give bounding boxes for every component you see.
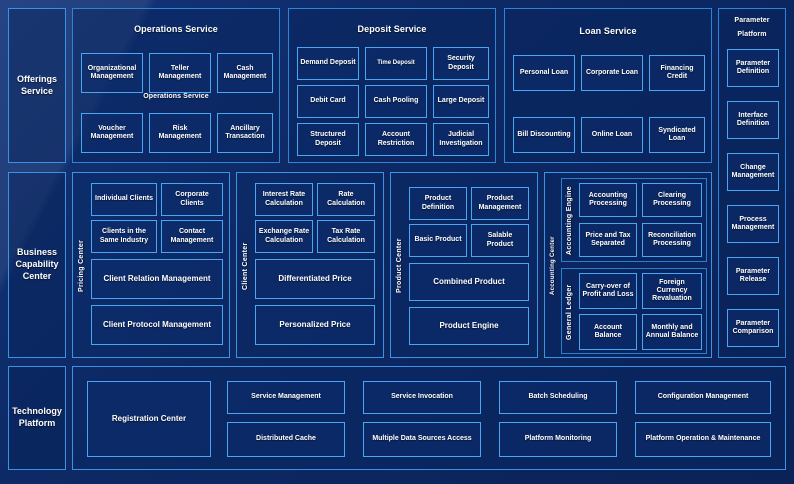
rail-technology-platform: Technology Platform: [8, 366, 66, 470]
tile-accounting-processing[interactable]: Accounting Processing: [579, 183, 637, 217]
tile-financing-credit[interactable]: Financing Credit: [649, 55, 705, 91]
tile-corporate-clients[interactable]: Corporate Clients: [161, 183, 223, 216]
tile-teller-management[interactable]: Teller Management: [149, 53, 211, 93]
tile-configuration-management[interactable]: Configuration Management: [635, 381, 771, 414]
tile-salable-product[interactable]: Salable Product: [471, 224, 529, 257]
tile-rate-calculation[interactable]: Rate Calculation: [317, 183, 375, 216]
group-technology-platform: Registration Center Service Management S…: [72, 366, 786, 470]
tile-parameter-release[interactable]: Parameter Release: [727, 257, 779, 295]
tile-syndicated-loan[interactable]: Syndicated Loan: [649, 117, 705, 153]
tile-product-management[interactable]: Product Management: [471, 187, 529, 220]
tile-judicial-investigation[interactable]: Judicial Investigation: [433, 123, 489, 156]
tile-account-balance[interactable]: Account Balance: [579, 314, 637, 350]
column-product-center-label: Product Center: [396, 238, 403, 294]
tile-reconciliation-processing[interactable]: Reconciliation Processing: [642, 223, 702, 257]
subgroup-accounting-engine: Accounting Engine Accounting Processing …: [561, 178, 707, 262]
tile-batch-scheduling[interactable]: Batch Scheduling: [499, 381, 617, 414]
tile-security-deposit[interactable]: Security Deposit: [433, 47, 489, 80]
tile-cash-management[interactable]: Cash Management: [217, 53, 273, 93]
tile-individual-clients[interactable]: Individual Clients: [91, 183, 157, 216]
tile-service-management[interactable]: Service Management: [227, 381, 345, 414]
column-accounting-center: Accounting Center Accounting Engine Acco…: [544, 172, 712, 358]
group-operations-service: Operations Service Organizational Manage…: [72, 8, 280, 163]
tile-cash-pooling[interactable]: Cash Pooling: [365, 85, 427, 118]
tile-change-management[interactable]: Change Management: [727, 153, 779, 191]
group-loan-service: Loan Service Personal Loan Corporate Loa…: [504, 8, 712, 163]
side-rail-title-line1: Parameter: [734, 17, 770, 24]
tile-tax-rate-calculation[interactable]: Tax Rate Calculation: [317, 220, 375, 253]
tile-monthly-and-annual-balance[interactable]: Monthly and Annual Balance: [642, 314, 702, 350]
tile-organizational-management[interactable]: Organizational Management: [81, 53, 143, 93]
tile-client-protocol-management[interactable]: Client Protocol Management: [91, 305, 223, 345]
tile-risk-management[interactable]: Risk Management: [149, 113, 211, 153]
group-operations-service-title: Operations Service: [134, 24, 218, 34]
tile-client-relation-management[interactable]: Client Relation Management: [91, 259, 223, 299]
tile-structured-deposit[interactable]: Structured Deposit: [297, 123, 359, 156]
tile-interface-definition[interactable]: Interface Definition: [727, 101, 779, 139]
column-client-center-label: Client Center: [242, 242, 249, 290]
tile-personal-loan[interactable]: Personal Loan: [513, 55, 575, 91]
tile-voucher-management[interactable]: Voucher Management: [81, 113, 143, 153]
tile-foreign-currency-revaluation[interactable]: Foreign Currency Revaluation: [642, 273, 702, 309]
tile-combined-product[interactable]: Combined Product: [409, 263, 529, 301]
tile-platform-operation-and-maintenance[interactable]: Platform Operation & Maintenance: [635, 422, 771, 457]
subgroup-general-ledger: General Ledger Carry-over of Profit and …: [561, 268, 707, 354]
tile-product-definition[interactable]: Product Definition: [409, 187, 467, 220]
tile-parameter-definition[interactable]: Parameter Definition: [727, 49, 779, 87]
tile-large-deposit[interactable]: Large Deposit: [433, 85, 489, 118]
tile-process-management[interactable]: Process Management: [727, 205, 779, 243]
tile-bill-discounting[interactable]: Bill Discounting: [513, 117, 575, 153]
rail-business-capability-center-label: Business Capability Center: [15, 247, 59, 281]
column-pricing-center-label: Pricing Center: [78, 239, 85, 293]
tile-distributed-cache[interactable]: Distributed Cache: [227, 422, 345, 457]
group-deposit-service: Deposit Service Demand Deposit Time Depo…: [288, 8, 496, 163]
column-pricing-center: Pricing Center Individual Clients Corpor…: [72, 172, 230, 358]
tile-clearing-processing[interactable]: Clearing Processing: [642, 183, 702, 217]
tile-account-restriction[interactable]: Account Restriction: [365, 123, 427, 156]
rail-offerings-service-label: Offerings Service: [16, 73, 57, 96]
tile-online-loan[interactable]: Online Loan: [581, 117, 643, 153]
tile-carry-over-of-profit-and-loss[interactable]: Carry-over of Profit and Loss: [579, 273, 637, 309]
tile-interest-rate-calculation[interactable]: Interest Rate Calculation: [255, 183, 313, 216]
tile-multiple-data-sources-access[interactable]: Multiple Data Sources Access: [363, 422, 481, 457]
group-operations-service-floating-title: Operations Service: [143, 93, 209, 100]
tile-corporate-loan[interactable]: Corporate Loan: [581, 55, 643, 91]
tile-contact-management[interactable]: Contact Management: [161, 220, 223, 253]
group-loan-service-title: Loan Service: [579, 26, 637, 36]
tile-clients-in-the-same-industry[interactable]: Clients in the Same Industry: [91, 220, 157, 253]
tile-exchange-rate-calculation[interactable]: Exchange Rate Calculation: [255, 220, 313, 253]
tile-personalized-price[interactable]: Personalized Price: [255, 305, 375, 345]
tile-demand-deposit[interactable]: Demand Deposit: [297, 47, 359, 80]
side-rail-title-line2: Platform: [737, 31, 767, 38]
rail-offerings-service: Offerings Service: [8, 8, 66, 163]
tile-price-and-tax-separated[interactable]: Price and Tax Separated: [579, 223, 637, 257]
column-accounting-center-label: Accounting Center: [550, 236, 556, 296]
side-rail-parameter-platform: Parameter Platform Parameter Definition …: [718, 8, 786, 358]
subgroup-general-ledger-label: General Ledger: [566, 284, 573, 340]
tile-differentiated-price[interactable]: Differentiated Price: [255, 259, 375, 299]
rail-technology-platform-label: Technology Platform: [12, 406, 62, 428]
tile-parameter-comparison[interactable]: Parameter Comparison: [727, 309, 779, 347]
subgroup-accounting-engine-label: Accounting Engine: [566, 186, 573, 256]
tile-platform-monitoring[interactable]: Platform Monitoring: [499, 422, 617, 457]
tile-time-deposit[interactable]: Time Deposit: [365, 47, 427, 80]
rail-business-capability-center: Business Capability Center: [8, 172, 66, 358]
column-product-center: Product Center Product Definition Produc…: [390, 172, 538, 358]
tile-ancillary-transaction[interactable]: Ancillary Transaction: [217, 113, 273, 153]
tile-registration-center[interactable]: Registration Center: [87, 381, 211, 457]
group-deposit-service-title: Deposit Service: [357, 24, 427, 34]
tile-product-engine[interactable]: Product Engine: [409, 307, 529, 345]
tile-basic-product[interactable]: Basic Product: [409, 224, 467, 257]
column-client-center: Client Center Interest Rate Calculation …: [236, 172, 384, 358]
tile-debit-card[interactable]: Debit Card: [297, 85, 359, 118]
tile-service-invocation[interactable]: Service Invocation: [363, 381, 481, 414]
